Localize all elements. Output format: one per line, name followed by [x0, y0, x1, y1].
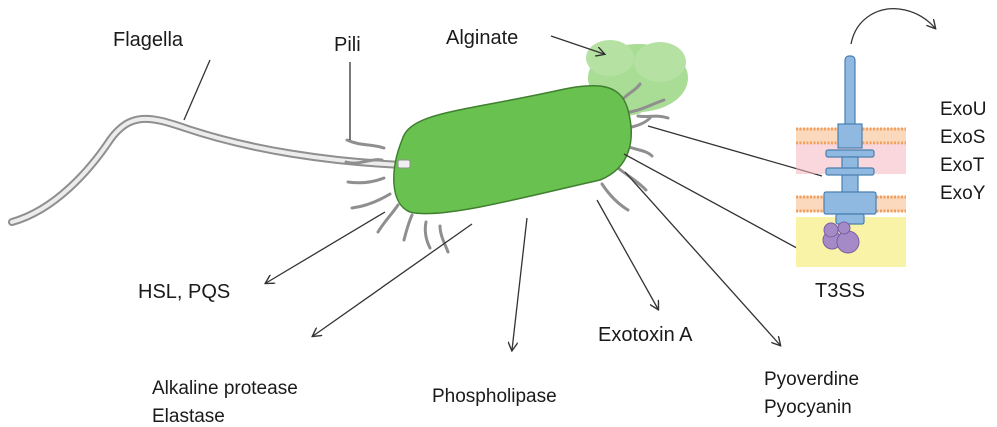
t3ss-needle — [845, 56, 855, 130]
label-flagella: Flagella — [113, 28, 183, 52]
label-elastase: Elastase — [152, 405, 225, 427]
effector-exoy: ExoY — [940, 180, 986, 208]
label-t3ss: T3SS — [815, 279, 865, 303]
pyoverdine-arrow — [625, 172, 780, 345]
hsl-pqs-arrow — [266, 212, 385, 283]
label-alkaline-protease: Alkaline protease — [152, 377, 298, 401]
phospholipase-arrow — [512, 218, 527, 350]
label-pyocyanin: Pyocyanin — [764, 396, 852, 420]
effector-list: ExoU ExoS ExoT ExoY — [940, 96, 986, 208]
secretion-arrow — [851, 9, 935, 44]
flagellum — [12, 119, 405, 222]
t3ss-outer-ring — [838, 124, 862, 148]
label-exotoxin-a: Exotoxin A — [598, 323, 693, 347]
flagella-leader — [184, 60, 210, 120]
effector-exot: ExoT — [940, 152, 986, 180]
exotoxin-a-arrow — [597, 200, 658, 309]
label-pyoverdine: Pyoverdine — [764, 368, 859, 392]
label-alginate: Alginate — [446, 26, 518, 50]
cell-body — [394, 86, 631, 214]
label-phospholipase: Phospholipase — [432, 385, 557, 409]
effector-exos: ExoS — [940, 124, 986, 152]
effector-exou: ExoU — [940, 96, 986, 124]
t3ss-inset — [796, 56, 906, 267]
t3ss-inner-ring — [824, 192, 876, 214]
flagellum-base — [398, 160, 410, 168]
label-hsl-pqs: HSL, PQS — [138, 280, 230, 304]
t3ss-rod — [842, 157, 858, 197]
label-pili: Pili — [334, 33, 361, 57]
t3ss-pointer-upper — [648, 126, 822, 176]
